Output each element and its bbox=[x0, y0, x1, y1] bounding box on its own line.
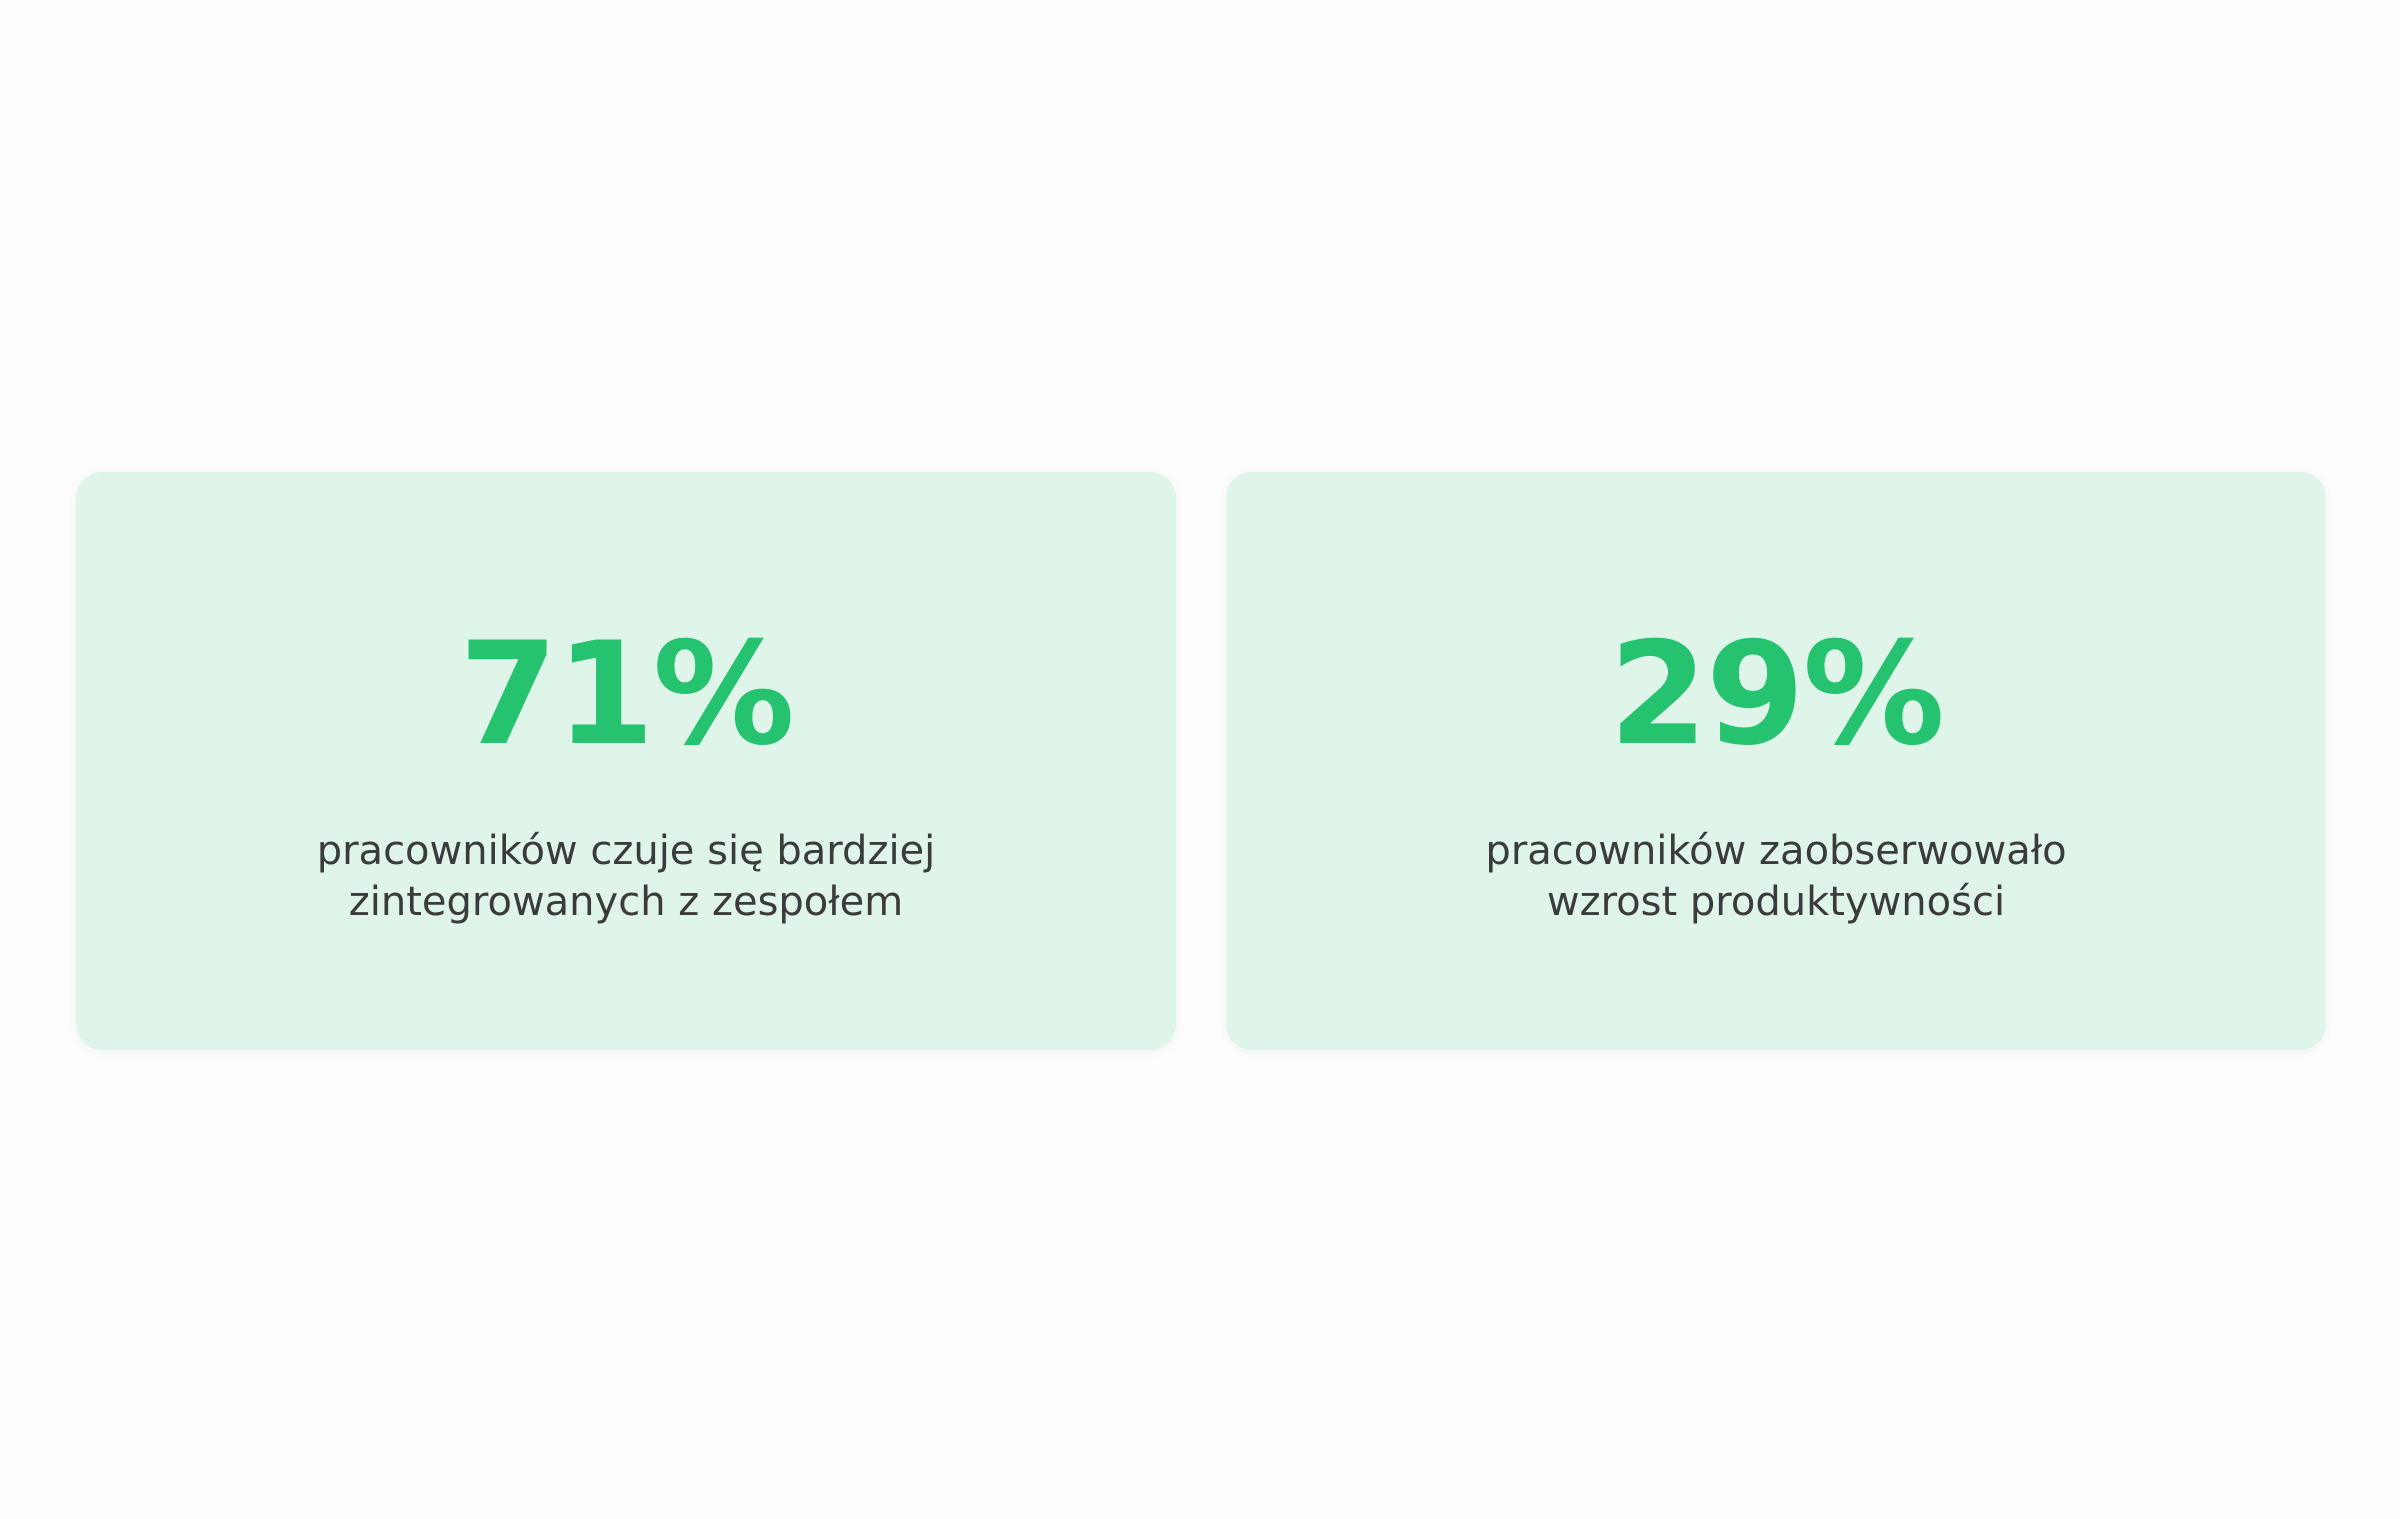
stats-row: 71% pracowników czuje się bardziej zinte… bbox=[76, 472, 2326, 1050]
stat-value: 71% bbox=[459, 612, 795, 777]
stat-card-integration: 71% pracowników czuje się bardziej zinte… bbox=[76, 472, 1176, 1050]
stat-caption-line: wzrost produktywności bbox=[1546, 879, 2006, 925]
stat-card-productivity: 29% pracowników zaobserwowało wzrost pro… bbox=[1226, 472, 2326, 1050]
stat-caption: pracowników zaobserwowało wzrost produkt… bbox=[1485, 826, 2066, 928]
stat-caption-line: pracowników zaobserwowało bbox=[1485, 828, 2067, 874]
stat-caption: pracowników czuje się bardziej zintegrow… bbox=[317, 826, 936, 928]
stat-caption-line: zintegrowanych z zespołem bbox=[348, 879, 904, 925]
stat-value: 29% bbox=[1609, 612, 1945, 777]
stat-caption-line: pracowników czuje się bardziej bbox=[316, 828, 936, 874]
